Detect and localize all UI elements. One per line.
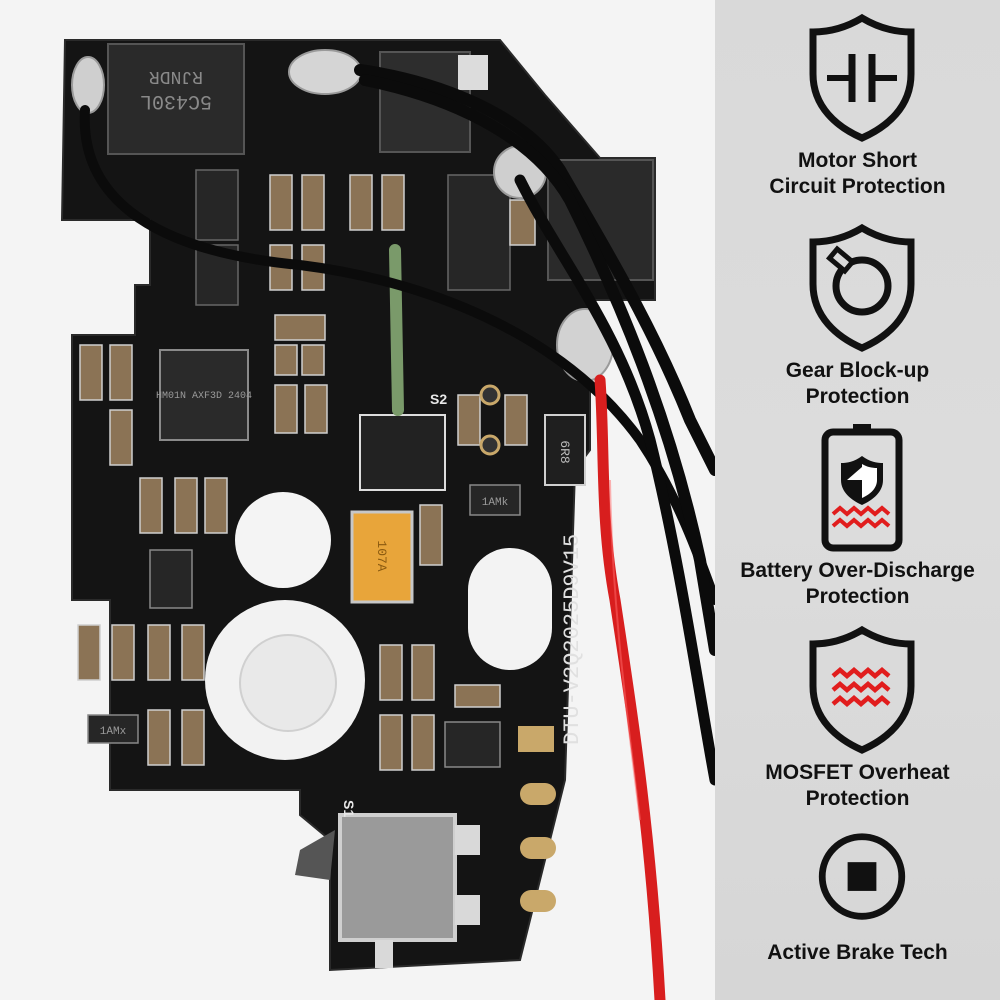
cap-mark: 107A <box>374 540 389 571</box>
feature-label: Active Brake Tech <box>715 940 1000 966</box>
feature-line-1: Active Brake Tech <box>767 941 948 964</box>
version-silkscreen: DTU-V2Q2025D9V15 <box>560 534 585 745</box>
feature-label: Gear Block-up Protection <box>715 358 1000 410</box>
feature-panel: Motor Short Circuit Protection Gear Bloc… <box>715 0 1000 1000</box>
feature-label: MOSFET Overheat Protection <box>715 760 1000 812</box>
main-chip-mark-2: RJNDR <box>149 66 203 86</box>
brake-stop-icon <box>818 833 906 920</box>
s2-label: S2 <box>430 391 447 407</box>
mcu-chip <box>159 349 249 441</box>
feature-line-1: Motor Short <box>798 149 917 172</box>
s2-connector <box>359 414 446 491</box>
feature-line-1: Gear Block-up <box>785 359 930 382</box>
sot-mark: 1AMx <box>100 726 127 738</box>
feature-line-2: Protection <box>805 585 910 608</box>
feature-line-2: Protection <box>805 385 910 408</box>
main-chip-mark: 5C430L <box>140 89 212 112</box>
feature-label: Motor Short Circuit Protection <box>715 148 1000 200</box>
feature-line-1: MOSFET Overheat <box>765 761 950 784</box>
feature-line-2: Protection <box>805 787 910 810</box>
feature-label: Battery Over-Discharge Protection <box>715 558 1000 610</box>
s1-label: S1 <box>341 800 357 817</box>
feature-line-1: Battery Over-Discharge <box>740 559 975 582</box>
main-chip <box>107 43 245 155</box>
oval-slot <box>468 548 552 670</box>
s1-switch <box>338 813 457 942</box>
sot-mark-2: 1AMk <box>482 497 509 509</box>
battery-shield-icon <box>821 424 903 552</box>
heat-wave-shield-icon <box>809 625 915 754</box>
tantalum-cap <box>350 510 414 604</box>
motor-short-shield-icon <box>809 13 915 142</box>
product-photo: 5C430L RJNDR HM01N AXF3D 2404 107A 1AMk … <box>60 39 715 1000</box>
resistor-mark: 6R8 <box>557 440 572 463</box>
gear-blockup-shield-icon <box>809 223 915 352</box>
pcb-illustration: 5C430L RJNDR HM01N AXF3D 2404 107A 1AMk … <box>60 39 715 1000</box>
diode-chip <box>447 174 511 291</box>
mounting-hole <box>239 634 337 732</box>
mcu-mark: HM01N AXF3D 2404 <box>156 391 252 402</box>
feature-line-2: Circuit Protection <box>769 175 946 198</box>
upper-hole <box>235 492 331 588</box>
